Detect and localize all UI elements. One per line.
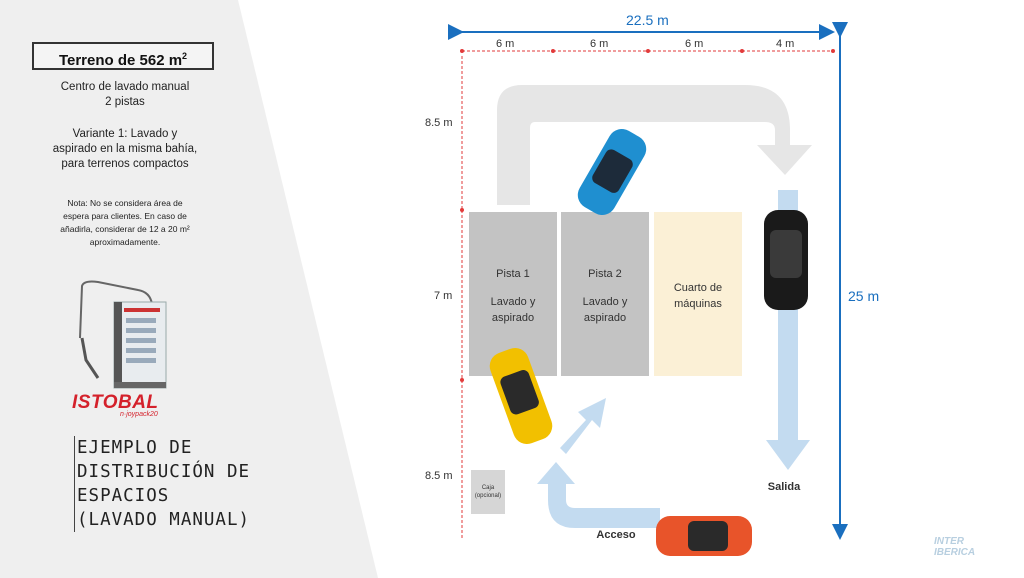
lane-2-desc: Lavado y aspirado [582, 296, 628, 324]
inter-iberica-logo: INTER IBERICA [934, 536, 975, 558]
car-yellow [489, 347, 553, 445]
heading-line: DISTRIBUCIÓN DE [77, 462, 251, 482]
plot-title-sup: 2 [182, 51, 188, 61]
machine-room-label: Cuarto de máquinas [673, 282, 723, 310]
heading-line: EJEMPLO DE [77, 438, 193, 458]
subtitle-text: Centro de lavado manual 2 pistas [20, 80, 230, 110]
logo-line: IBERICA [934, 547, 976, 558]
heading: EJEMPLO DE DISTRIBUCIÓN DE ESPACIOS (LAV… [74, 436, 317, 532]
col-width-label: 6 m [685, 38, 704, 50]
diagonal-arrow [560, 398, 606, 454]
row-height-label: 7 m [434, 290, 453, 302]
car-orange [656, 516, 752, 556]
total-width-label: 22.5 m [626, 12, 669, 28]
plot-title-box: Terreno de 562 m2 [32, 42, 214, 70]
row-height-label: 8.5 m [425, 470, 453, 482]
car-black [764, 210, 808, 310]
lane-2 [561, 212, 649, 376]
variant-text: Variante 1: Lavado y aspirado en la mism… [20, 127, 230, 172]
subtitle-line: 2 pistas [105, 96, 145, 108]
entry-label: Acceso [596, 529, 636, 541]
lane-1-name: Pista 1 [496, 268, 530, 280]
plot-title: Terreno de 562 m [58, 52, 183, 69]
subtitle-line: Centro de lavado manual [60, 81, 190, 93]
note-line: espera para clientes. En caso de [63, 211, 187, 221]
heading-line: (LAVADO MANUAL) [77, 510, 251, 530]
note-text: Nota: No se considera área de espera par… [35, 197, 215, 249]
lane-2-label: Pista 2 Lavado y aspirado [561, 266, 649, 326]
brand-sub-text: n·joypack20 [120, 411, 158, 418]
col-width-label: 6 m [590, 38, 609, 50]
exit-label: Salida [767, 481, 801, 493]
machine-room [654, 212, 742, 376]
cashier-box [471, 470, 505, 514]
variant-line: Variante 1: Lavado y [72, 128, 178, 140]
car-blue [577, 129, 647, 215]
variant-line: aspirado en la misma bahía, [52, 143, 198, 155]
vacuum-machine-illustration [79, 280, 167, 389]
col-width-label: 4 m [776, 38, 795, 50]
heading-line: ESPACIOS [77, 486, 170, 506]
cashier-label: Caja (opcional) [474, 485, 502, 499]
note-line: añadirla, considerar de 12 a 20 m² [60, 224, 190, 234]
row-height-label: 8.5 m [425, 117, 453, 129]
note-line: Nota: No se considera área de [67, 198, 183, 208]
brand-logo-text: ISTOBAL [72, 392, 159, 413]
exit-arrow [766, 190, 810, 470]
entry-arrow [537, 462, 660, 528]
uturn-arrow [497, 85, 812, 205]
logo-line: INTER [934, 536, 964, 547]
lane-1-desc: Lavado y aspirado [490, 296, 536, 324]
lane-2-name: Pista 2 [588, 268, 622, 280]
variant-line: para terrenos compactos [61, 158, 189, 170]
lane-1-label: Pista 1 Lavado y aspirado [469, 266, 557, 326]
total-height-label: 25 m [848, 288, 880, 304]
col-width-label: 6 m [496, 38, 515, 50]
note-line: aproximadamente. [89, 237, 161, 247]
